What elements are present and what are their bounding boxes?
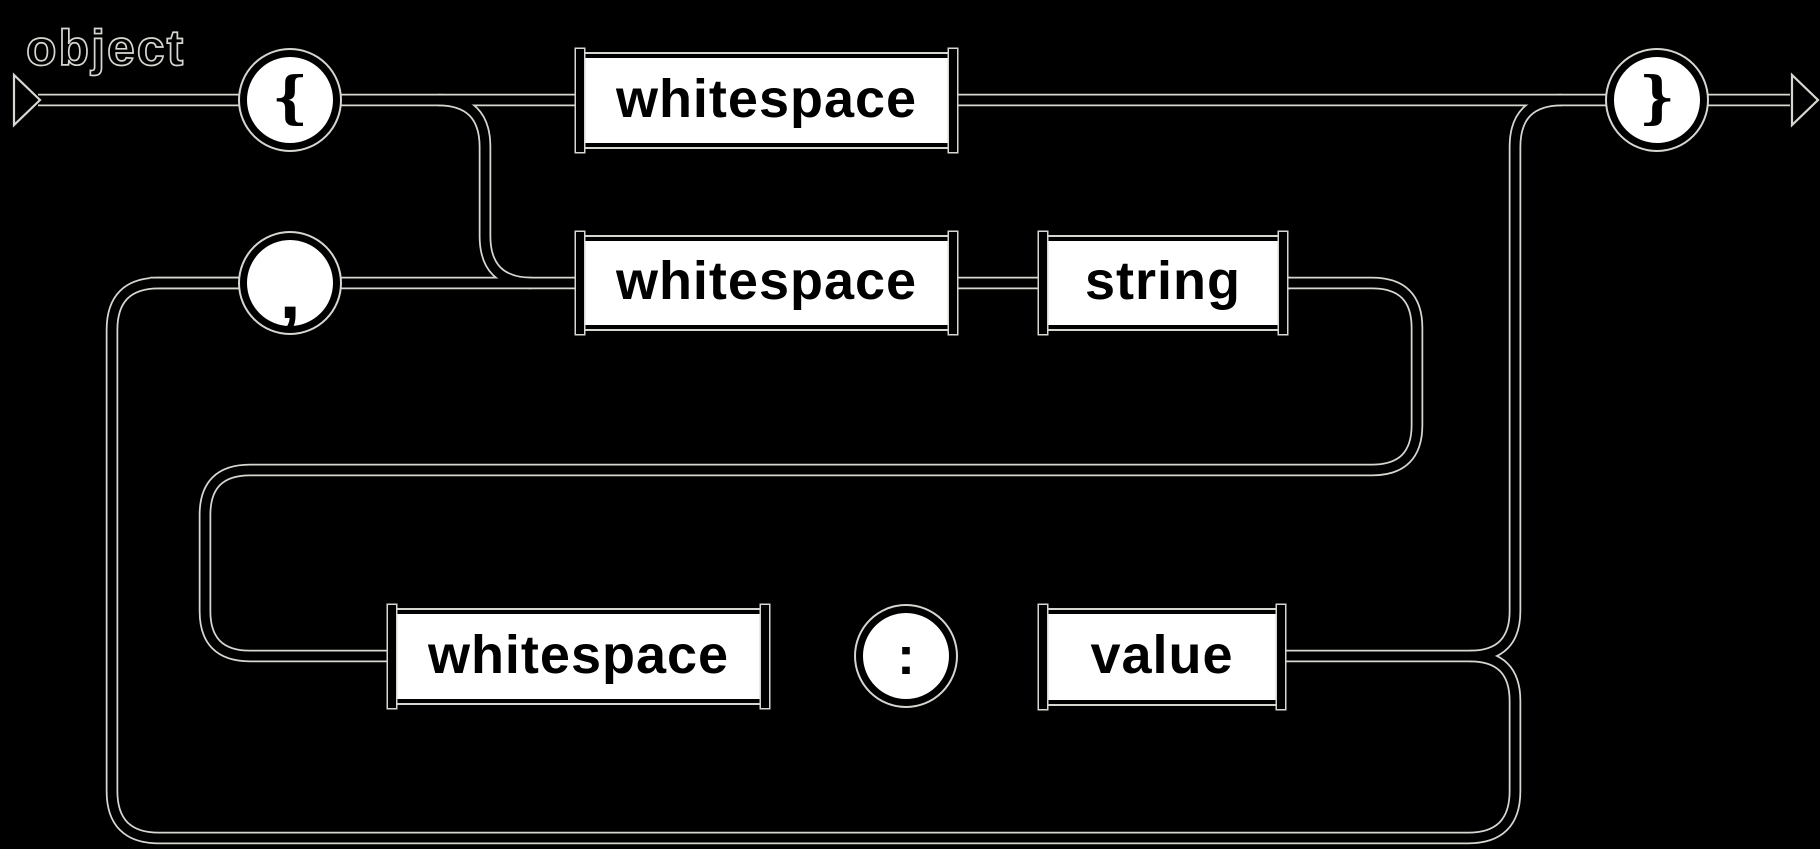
node-string-label: string	[1084, 251, 1241, 311]
terminal-comma-label: ,	[279, 250, 301, 335]
terminal-open-brace: {	[240, 50, 340, 150]
terminal-open-brace-label: {	[271, 65, 308, 131]
end-arrow-icon	[1790, 72, 1820, 128]
node-value-label: value	[1090, 625, 1234, 685]
start-arrow-icon	[12, 72, 42, 128]
node-whitespace-middle-label: whitespace	[615, 251, 918, 311]
terminal-colon-label: :	[897, 626, 915, 686]
terminal-colon: :	[856, 606, 956, 706]
node-whitespace-bottom: whitespace	[388, 605, 769, 708]
terminal-close-brace-label: }	[1638, 65, 1675, 131]
diagram-title: object	[26, 20, 185, 76]
node-whitespace-middle: whitespace	[576, 232, 957, 334]
node-whitespace-top-label: whitespace	[615, 68, 918, 129]
node-string: string	[1039, 232, 1287, 334]
node-whitespace-bottom-label: whitespace	[427, 624, 730, 685]
node-whitespace-top: whitespace	[576, 49, 957, 152]
terminal-comma: ,	[240, 233, 340, 333]
line-inks	[38, 100, 1790, 838]
terminal-close-brace: }	[1607, 50, 1707, 150]
node-value: value	[1039, 605, 1285, 709]
